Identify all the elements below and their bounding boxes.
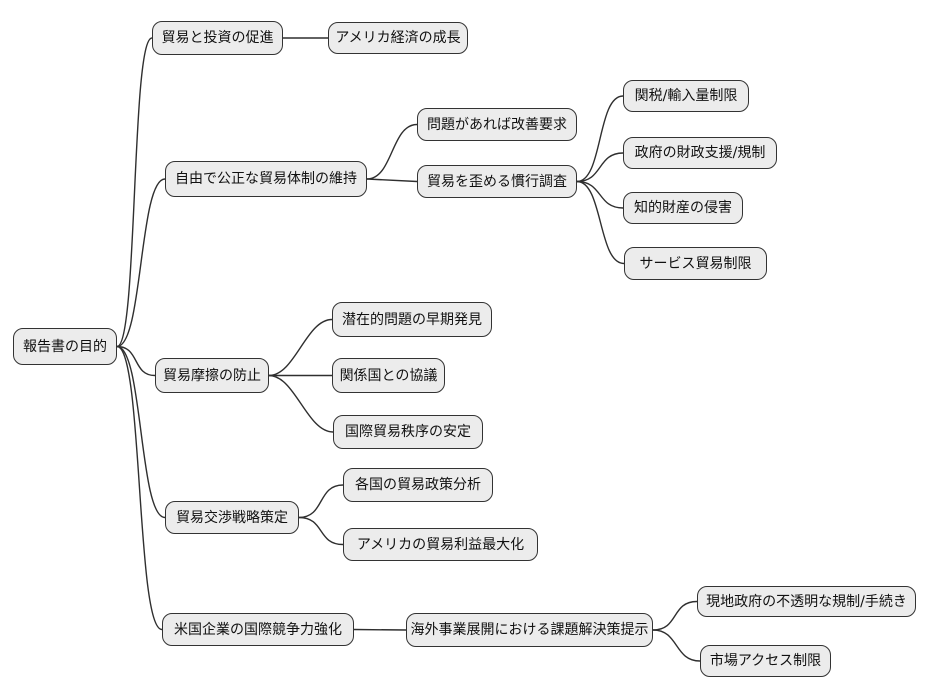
edge-n4-n4a [298, 484, 344, 519]
edge-n2-n2a [366, 123, 418, 180]
edge-root-n5 [116, 345, 163, 631]
mindmap-node-n1: 貿易と投資の促進 [152, 21, 283, 55]
node-label: 報告書の目的 [23, 338, 107, 355]
node-label: 関係国との協議 [339, 367, 438, 384]
node-label: 貿易を歪める慣行調査 [427, 173, 567, 190]
edge-n2b-n2b1 [576, 95, 624, 183]
mindmap-node-n2b: 貿易を歪める慣行調査 [417, 165, 577, 198]
edge-n5a-n5a2 [652, 629, 701, 662]
node-label: 貿易摩擦の防止 [163, 367, 261, 384]
node-label: 潜在的問題の早期発見 [342, 311, 482, 328]
node-label: 貿易と投資の促進 [161, 30, 274, 46]
mindmap-node-n3a: 潜在的問題の早期発見 [332, 302, 492, 337]
mindmap-node-n2: 自由で公正な貿易体制の維持 [165, 161, 367, 197]
node-label: 市場アクセス制限 [709, 653, 822, 669]
node-label: 問題があれば改善要求 [427, 116, 567, 133]
edge-n2b-n2b2 [576, 152, 624, 183]
mindmap-node-n3: 貿易摩擦の防止 [155, 358, 269, 393]
edge-n2-n2b [366, 178, 418, 183]
node-label: 現地政府の不透明な規制/手続き [706, 593, 907, 610]
node-label: 海外事業展開における課題解決策提示 [410, 622, 649, 638]
mindmap-node-n5a2: 市場アクセス制限 [700, 645, 831, 677]
mindmap-node-n2b3: 知的財産の侵害 [623, 192, 743, 224]
node-label: 貿易交渉戦略策定 [176, 509, 288, 526]
mindmap-node-n2a: 問題があれば改善要求 [417, 108, 577, 141]
edge-n5a-n5a1 [652, 600, 698, 631]
node-label: 政府の財政支援/規制 [634, 145, 766, 161]
mindmap-node-n3b: 関係国との協議 [332, 358, 445, 393]
edge-n3-n3a [268, 318, 333, 377]
mindmap-node-n2b1: 関税/輸入量制限 [623, 80, 749, 112]
mindmap-node-root: 報告書の目的 [13, 328, 117, 365]
edge-n3-n3c [268, 374, 334, 433]
node-label: 各国の貿易政策分析 [355, 477, 481, 493]
edge-n2b-n2b3 [576, 180, 624, 209]
mindmap-node-n3c: 国際貿易秩序の安定 [333, 415, 483, 449]
node-label: 知的財産の侵害 [634, 200, 732, 216]
node-label: アメリカ経済の成長 [335, 30, 461, 46]
edge-n5-n5a [353, 628, 407, 631]
edge-root-n2 [116, 178, 166, 348]
edge-root-n4 [116, 345, 166, 519]
edge-n2b-n2b4 [576, 180, 625, 265]
edge-root-n3 [116, 345, 156, 377]
mindmap-node-n4: 貿易交渉戦略策定 [165, 501, 299, 534]
node-label: 関税/輸入量制限 [634, 88, 738, 104]
node-label: 米国企業の国際競争力強化 [174, 621, 342, 638]
node-label: 国際貿易秩序の安定 [345, 424, 471, 440]
mindmap-node-n5: 米国企業の国際競争力強化 [162, 613, 354, 646]
edge-root-n1 [116, 37, 153, 348]
node-label: サービス貿易制限 [639, 255, 752, 272]
mindmap-node-n5a1: 現地政府の不透明な規制/手続き [697, 586, 916, 617]
node-label: 自由で公正な貿易体制の維持 [175, 171, 357, 187]
mindmap-node-n4b: アメリカの貿易利益最大化 [343, 528, 538, 561]
node-label: アメリカの貿易利益最大化 [356, 536, 525, 553]
mindmap-node-n5a: 海外事業展開における課題解決策提示 [406, 613, 653, 647]
mindmap-node-n1a: アメリカ経済の成長 [328, 22, 468, 54]
mindmap-node-n2b4: サービス貿易制限 [624, 247, 767, 280]
edge-n4-n4b [298, 516, 344, 546]
mindmap-node-n2b2: 政府の財政支援/規制 [623, 137, 777, 169]
mindmap-node-n4a: 各国の貿易政策分析 [343, 468, 493, 502]
